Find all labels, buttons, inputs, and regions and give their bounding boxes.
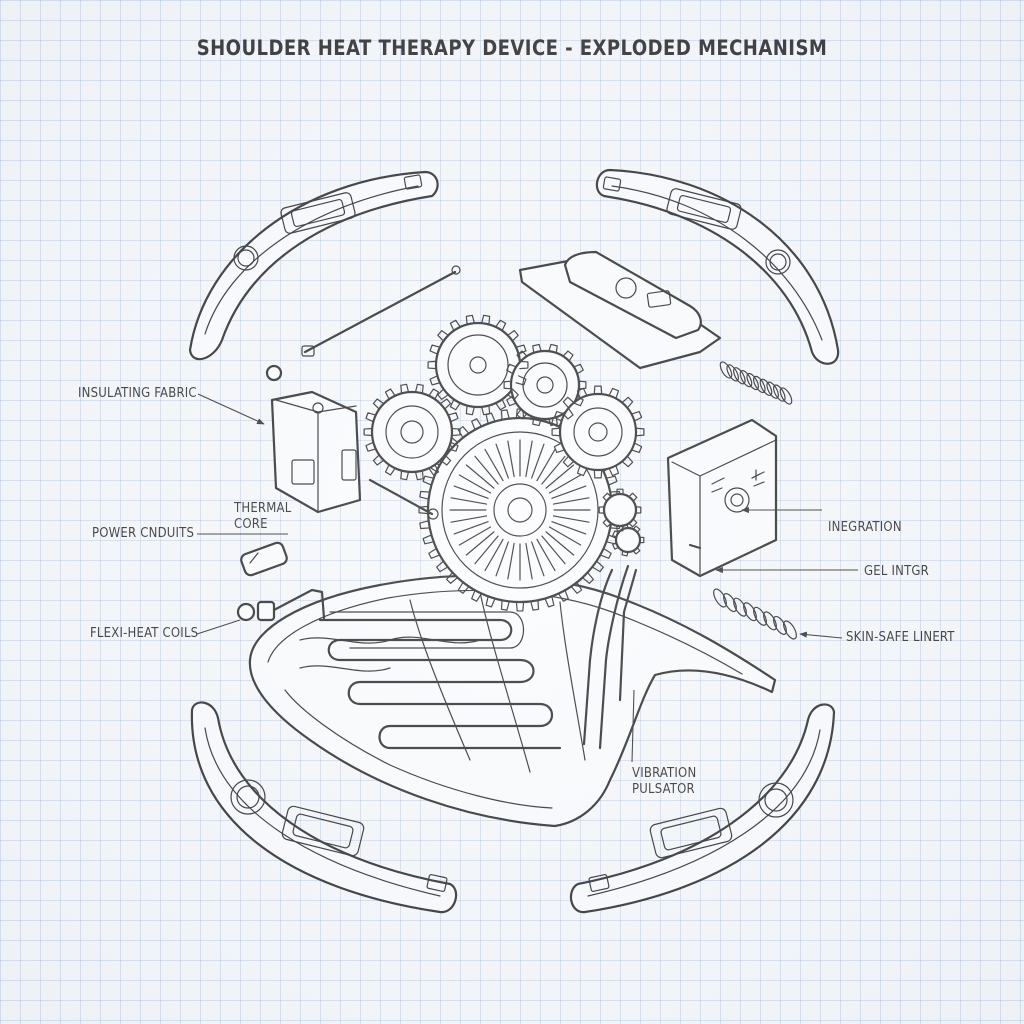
integration-control-panel [666, 418, 778, 578]
label-flexi-heat-coils: FLEXI-HEAT COILS [90, 626, 199, 641]
leader-insulating-fabric [197, 393, 265, 425]
label-gel-intgr: GEL INTGR [864, 564, 930, 579]
thermal-core-block [265, 364, 362, 514]
label-insulating-fabric: INSULATING FABRIC [78, 386, 197, 401]
diagram-title: SHOULDER HEAT THERAPY DEVICE - EXPLODED … [196, 36, 828, 60]
bottom-right-strap [569, 703, 836, 914]
leader-vibration-pulsator [631, 689, 635, 763]
heating-pad-base [248, 564, 777, 828]
upper-gear-cluster [363, 314, 645, 557]
connector-rod-upper [301, 265, 461, 357]
label-skin-safe-liner: SKIN-SAFE LINERT [846, 630, 955, 645]
coil-connector-left [236, 588, 326, 622]
leader-flexi-heat-coils [196, 619, 241, 635]
bottom-left-strap [190, 701, 458, 914]
top-left-strap [188, 170, 439, 361]
label-vibration-pulsator: VIBRATION PULSATOR [632, 766, 697, 797]
connector-rod-mid [240, 478, 439, 577]
spring-upper [719, 361, 793, 405]
controller-remote [518, 250, 722, 370]
top-right-strap [595, 168, 840, 365]
leader-skin-safe-liner [799, 631, 843, 639]
label-thermal-core: THERMAL CORE [234, 501, 292, 532]
label-integration: INEGRATION [828, 520, 902, 535]
spring-lower [713, 588, 797, 640]
label-power-conduits: POWER CNDUITS [92, 526, 195, 541]
